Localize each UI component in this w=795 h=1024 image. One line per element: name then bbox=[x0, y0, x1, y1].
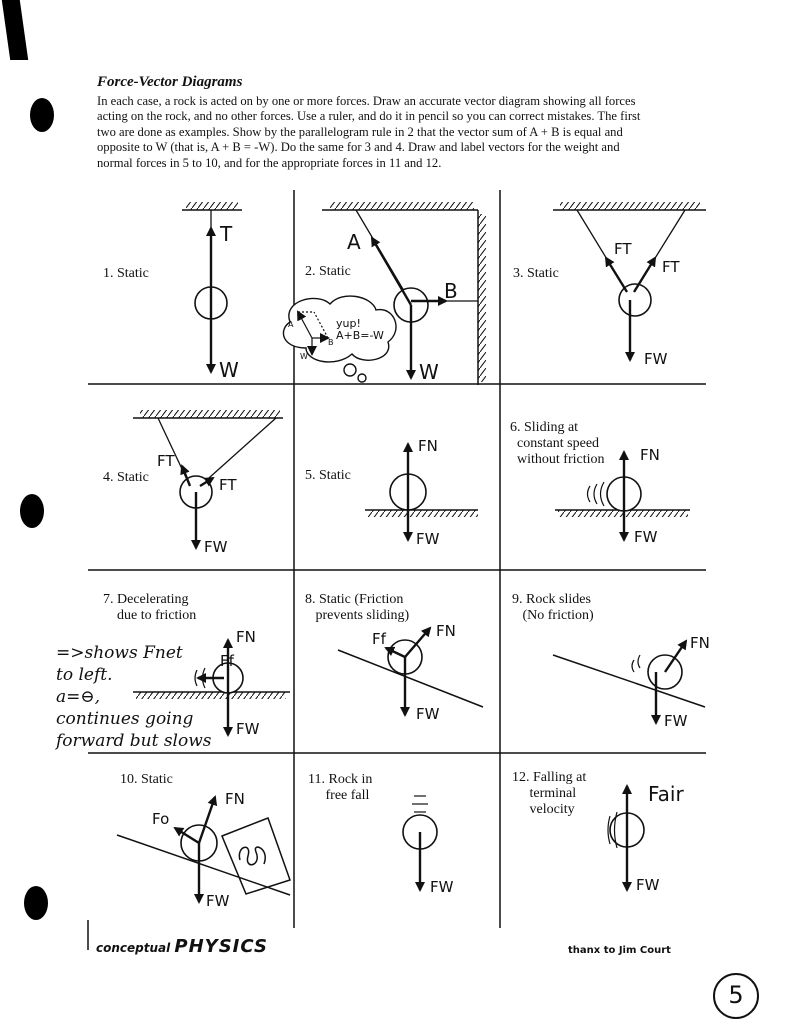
label-ft-3b: FT bbox=[662, 258, 680, 276]
label-ft-3a: FT bbox=[614, 240, 632, 258]
mini-w: W bbox=[300, 352, 308, 361]
label-fw-3: FW bbox=[644, 350, 668, 368]
label-a: A bbox=[347, 230, 361, 254]
binder-hole-bottom bbox=[24, 886, 48, 920]
cell-10-label: 10. Static bbox=[120, 772, 173, 787]
label-fn-5: FN bbox=[418, 437, 438, 455]
incline-10 bbox=[116, 834, 291, 896]
binder-hole-top bbox=[30, 98, 54, 132]
label-fw-6: FW bbox=[634, 528, 658, 546]
bubble-text: yup! A+B=-W bbox=[336, 317, 384, 342]
label-w-2: W bbox=[419, 360, 439, 384]
binder-hole-middle bbox=[20, 494, 44, 528]
box-10 bbox=[221, 817, 291, 895]
grid-lines bbox=[87, 190, 706, 950]
label-t: T bbox=[220, 222, 233, 246]
label-fw-11: FW bbox=[430, 878, 454, 896]
label-fn-9: FN bbox=[690, 634, 710, 652]
cell-5-label: 5. Static bbox=[305, 468, 351, 483]
label-fn-7: FN bbox=[236, 628, 256, 646]
cell-1-label: 1. Static bbox=[103, 266, 149, 281]
cell-7-label: 7. Decelerating due to friction bbox=[103, 592, 197, 623]
label-fw-4: FW bbox=[204, 538, 228, 556]
page-number: 5 bbox=[713, 973, 759, 1019]
force-vectors bbox=[173, 226, 688, 904]
handwritten-note-7: =>shows Fnet to left. a=⊖, continues goi… bbox=[56, 643, 212, 751]
label-ff-7: Ff bbox=[220, 652, 234, 670]
label-fair-12: Fair bbox=[648, 782, 684, 806]
label-fw-9: FW bbox=[664, 712, 688, 730]
label-ff-8: Ff bbox=[372, 630, 386, 648]
cell-4-label: 4. Static bbox=[103, 470, 149, 485]
logo-small-text: conceptual bbox=[96, 941, 171, 955]
label-fn-6: FN bbox=[640, 446, 660, 464]
incline-9 bbox=[552, 654, 706, 708]
label-ft-4b: FT bbox=[219, 476, 237, 494]
logo-big-text: PHYSICS bbox=[174, 936, 268, 957]
cell-11-label: 11. Rock in free fall bbox=[308, 772, 373, 803]
label-fn-10: FN bbox=[225, 790, 245, 808]
label-fn-8: FN bbox=[436, 622, 456, 640]
page-title: Force-Vector Diagrams bbox=[97, 74, 243, 90]
label-fw-8: FW bbox=[416, 705, 440, 723]
label-fw-10: FW bbox=[206, 892, 230, 910]
cell-9-label: 9. Rock slides (No friction) bbox=[512, 592, 594, 623]
label-w-1: W bbox=[219, 358, 239, 382]
incline-8 bbox=[337, 649, 484, 708]
mini-a: A bbox=[288, 320, 294, 329]
label-fw-5: FW bbox=[416, 530, 440, 548]
cell-6-label: 6. Sliding at constant speed without fri… bbox=[510, 420, 605, 467]
instructions-paragraph: In each case, a rock is acted on by one … bbox=[97, 94, 641, 170]
label-ft-4a: FT bbox=[157, 452, 175, 470]
cell-12-label: 12. Falling at terminal velocity bbox=[512, 770, 587, 817]
motion-marks bbox=[194, 481, 641, 849]
cell-3-label: 3. Static bbox=[513, 266, 559, 281]
credit-text: thanx to Jim Court bbox=[568, 945, 671, 956]
label-fw-7: FW bbox=[236, 720, 260, 738]
label-fo-10: Fo bbox=[152, 810, 170, 828]
cell-8-label: 8. Static (Friction prevents sliding) bbox=[305, 592, 410, 623]
mini-b: B bbox=[328, 338, 334, 347]
label-b: B bbox=[444, 279, 458, 303]
cell-2-label: 2. Static bbox=[305, 264, 351, 279]
conceptual-physics-logo: conceptual PHYSICS bbox=[96, 936, 268, 957]
label-fw-12: FW bbox=[636, 876, 660, 894]
